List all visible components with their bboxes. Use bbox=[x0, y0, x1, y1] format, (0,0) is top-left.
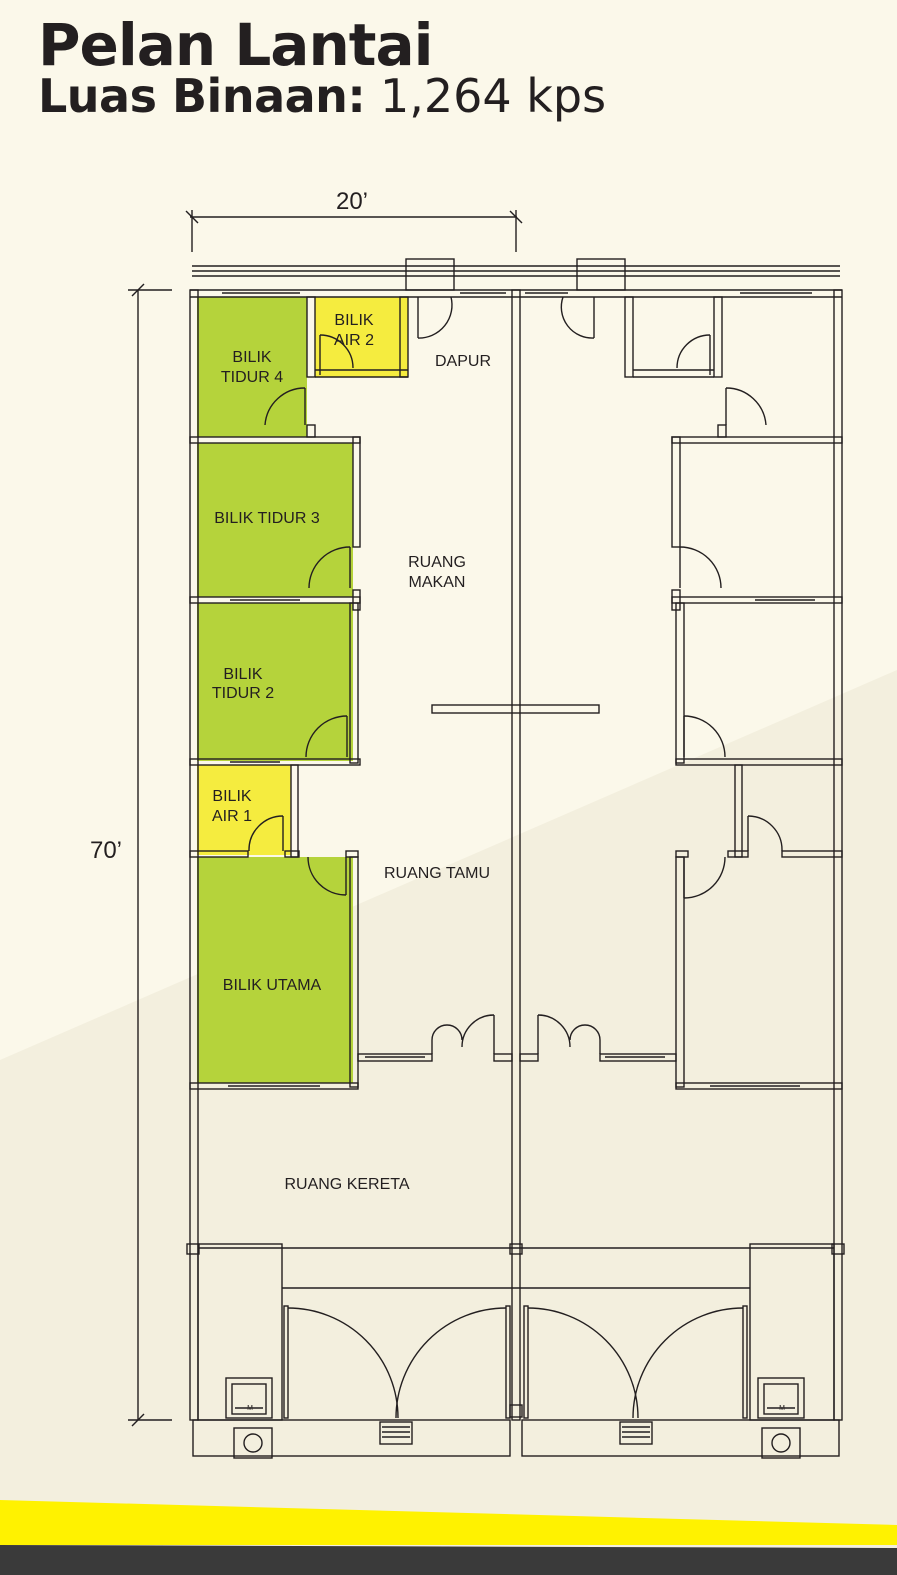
bilik-air-1-fill bbox=[197, 765, 291, 855]
yellow-band bbox=[0, 1500, 897, 1545]
dark-band bbox=[0, 1545, 897, 1575]
built-area: Luas Binaan: 1,264 kps bbox=[38, 68, 606, 124]
bilik-air-2-label-2: AIR 2 bbox=[334, 332, 374, 349]
depth-dimension: 70’ bbox=[90, 837, 122, 864]
width-dimension: 20’ bbox=[336, 188, 368, 215]
bilik-tidur-4-fill bbox=[197, 297, 307, 437]
walls bbox=[128, 210, 845, 1459]
ruang-kereta-label: RUANG KERETA bbox=[284, 1176, 409, 1193]
ruang-makan-label-2: MAKAN bbox=[409, 574, 466, 591]
built-area-value: 1,264 kps bbox=[379, 69, 607, 123]
bilik-utama-label: BILIK UTAMA bbox=[223, 977, 322, 994]
ruang-tamu-label: RUANG TAMU bbox=[384, 865, 490, 882]
bilik-tidur-4-label-1: BILIK bbox=[232, 349, 271, 366]
bilik-tidur-4-label-2: TIDUR 4 bbox=[221, 369, 283, 386]
bilik-tidur-3-label: BILIK TIDUR 3 bbox=[214, 510, 320, 527]
background-shape bbox=[0, 670, 897, 1575]
bilik-tidur-2-label-2: TIDUR 2 bbox=[212, 685, 274, 702]
page-title: Pelan Lantai bbox=[38, 11, 433, 79]
bilik-air-1-label-1: BILIK bbox=[212, 788, 251, 805]
bilik-air-2-label-1: BILIK bbox=[334, 312, 373, 329]
dapur-label: DAPUR bbox=[435, 353, 491, 370]
built-area-label: Luas Binaan: bbox=[38, 69, 366, 123]
ruang-makan-label-1: RUANG bbox=[408, 554, 466, 571]
bilik-tidur-3-fill bbox=[197, 443, 353, 597]
room-fills bbox=[197, 297, 408, 1083]
bilik-tidur-2-fill bbox=[197, 603, 353, 761]
meter-label-right: M bbox=[779, 1405, 785, 1412]
bilik-tidur-2-label-1: BILIK bbox=[223, 666, 262, 683]
bilik-air-1-label-2: AIR 1 bbox=[212, 808, 252, 825]
meter-label-left: M bbox=[247, 1405, 253, 1412]
bilik-utama-fill bbox=[197, 857, 353, 1083]
